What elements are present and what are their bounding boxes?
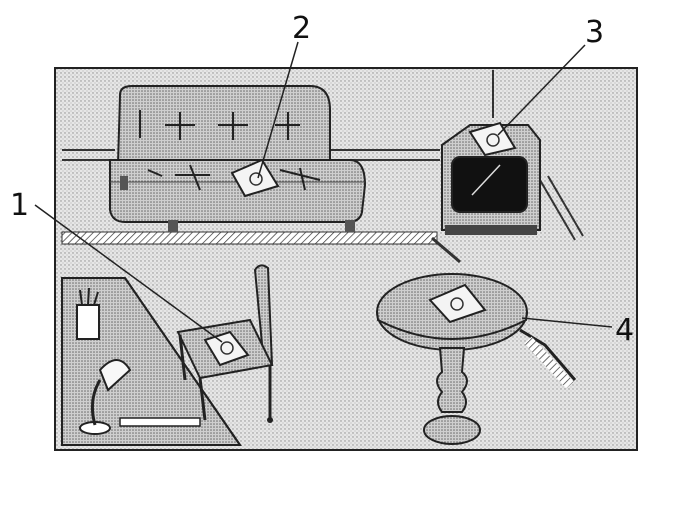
desk-lamp [79,359,132,435]
callout-4: 4 [615,313,634,348]
book-on-table [428,283,487,324]
book-on-tv [468,121,517,157]
pencil-cup [76,287,100,340]
book-on-sofa [230,158,280,198]
rug-edge [431,236,461,264]
sofa [109,85,367,232]
rug [61,231,438,245]
television [441,124,541,235]
ruler [119,417,201,427]
callout-3: 3 [585,15,604,50]
leader-lines [34,41,613,343]
wall-lines [62,70,584,241]
book-on-chair [203,330,250,367]
callout-1: 1 [10,188,29,223]
callout-2: 2 [292,11,311,46]
